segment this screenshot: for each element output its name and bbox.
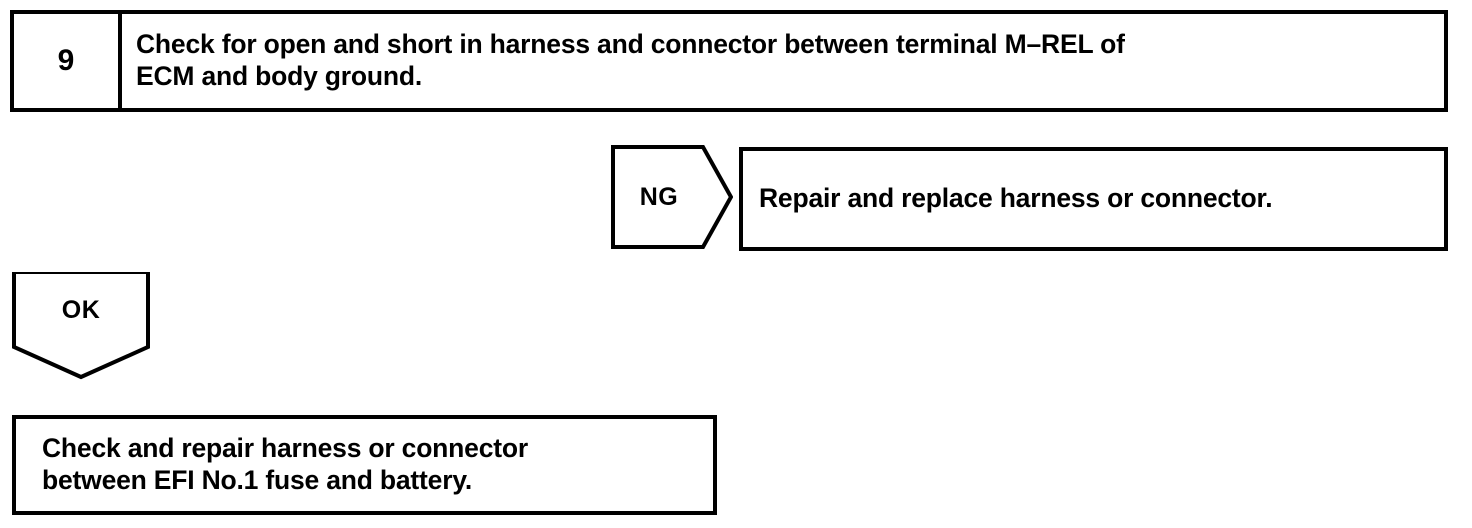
ok-branch-arrow xyxy=(12,272,150,380)
ng-result-box: Repair and replace harness or connector. xyxy=(739,147,1448,251)
step-row: 9 Check for open and short in harness an… xyxy=(10,10,1448,112)
ok-result-text: Check and repair harness or connector be… xyxy=(42,433,528,495)
step-instruction-text: Check for open and short in harness and … xyxy=(136,29,1125,91)
ok-arrow-shape xyxy=(12,272,150,380)
ok-result-box: Check and repair harness or connector be… xyxy=(12,415,717,515)
step-number-cell: 9 xyxy=(14,14,122,108)
ng-branch-arrow xyxy=(611,145,733,249)
ng-result-text: Repair and replace harness or connector. xyxy=(759,183,1273,214)
step-instruction-cell: Check for open and short in harness and … xyxy=(122,14,1444,108)
step-number: 9 xyxy=(57,44,75,77)
ng-arrow-shape xyxy=(611,145,733,249)
